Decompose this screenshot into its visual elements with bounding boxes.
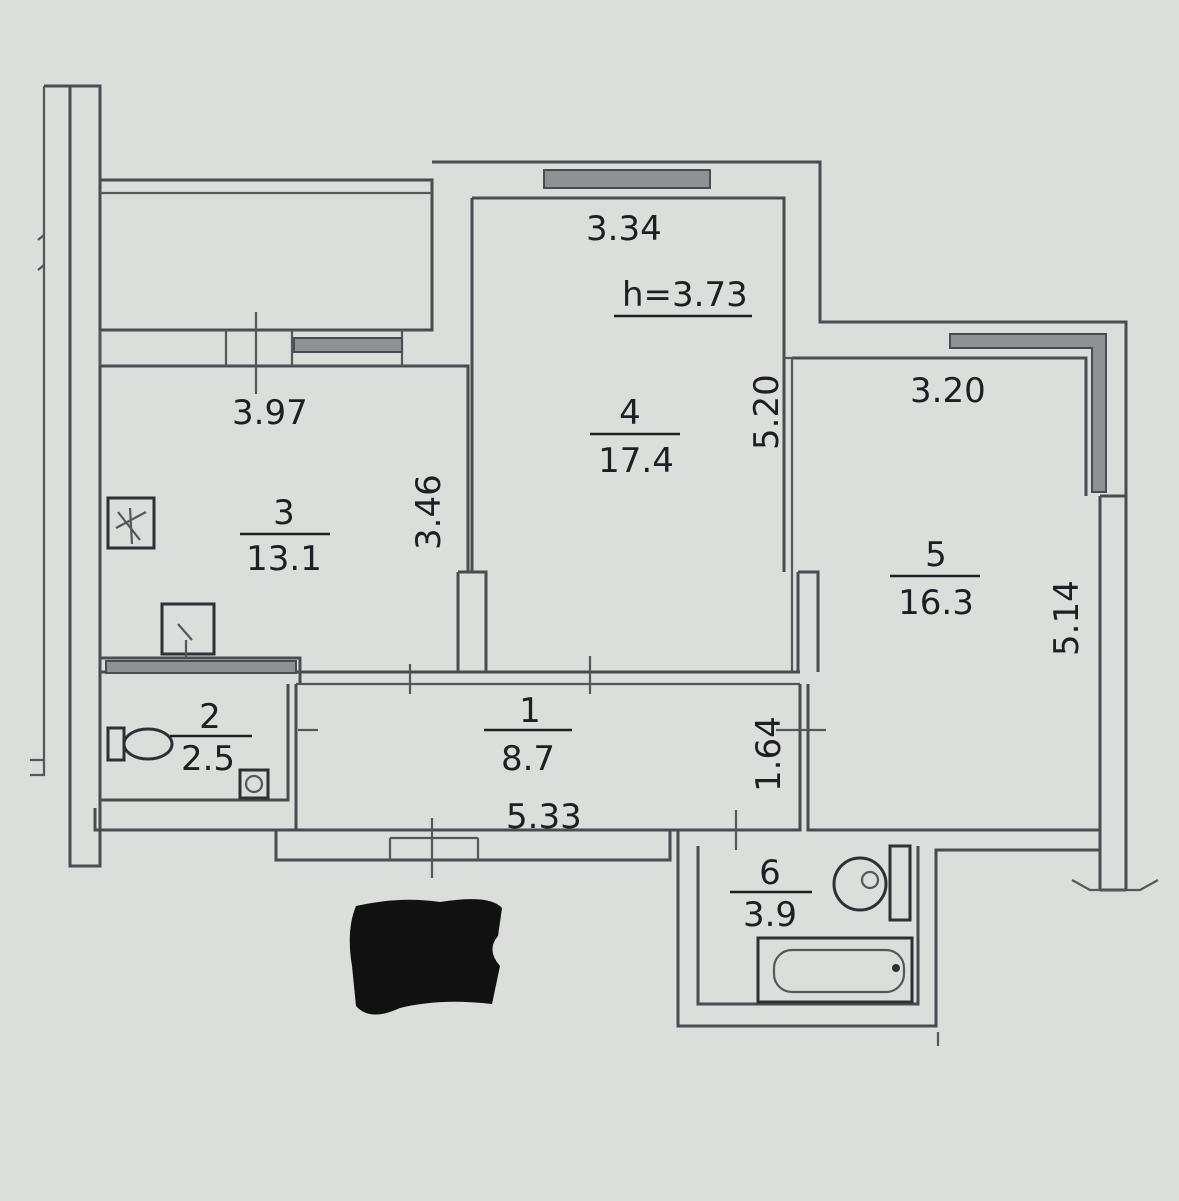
labels: h=3.73 3.34 4 17.4 5.20 3.97 3 13.1 3.46… [170,209,1087,935]
room4-width: 3.34 [586,209,662,249]
toilet-icon [106,726,174,762]
bathtub-icon [756,936,914,1004]
redaction-mark [349,899,502,1015]
wc-sink-icon [238,768,270,800]
room5-area: 16.3 [898,583,974,623]
room1-area: 8.7 [501,739,555,779]
room6-number: 6 [759,853,781,893]
room2-area: 2.5 [181,739,235,779]
room1-number: 1 [519,691,541,731]
room6-area: 3.9 [743,895,797,935]
room5-number: 5 [925,535,947,575]
room2-number: 2 [199,697,221,737]
hall-depth: 1.64 [749,716,789,792]
ceiling-height: h=3.73 [622,275,748,315]
stove-icon [106,496,156,550]
room4-depth: 5.20 [747,374,787,450]
fixtures [106,496,914,1004]
room3-depth: 3.46 [409,474,449,550]
bathroom-sink-icon [832,844,912,922]
room3-width: 3.97 [232,393,308,433]
room3-number: 3 [273,493,295,533]
walls [30,84,1159,1046]
room5-width: 3.20 [910,371,986,411]
kitchen-sink-icon [160,602,216,656]
room4-number: 4 [619,393,641,433]
room4-area: 17.4 [598,441,674,481]
windows [105,169,1107,674]
room3-area: 13.1 [246,539,322,579]
room5-depth: 5.14 [1047,580,1087,656]
hall-length: 5.33 [506,797,582,837]
